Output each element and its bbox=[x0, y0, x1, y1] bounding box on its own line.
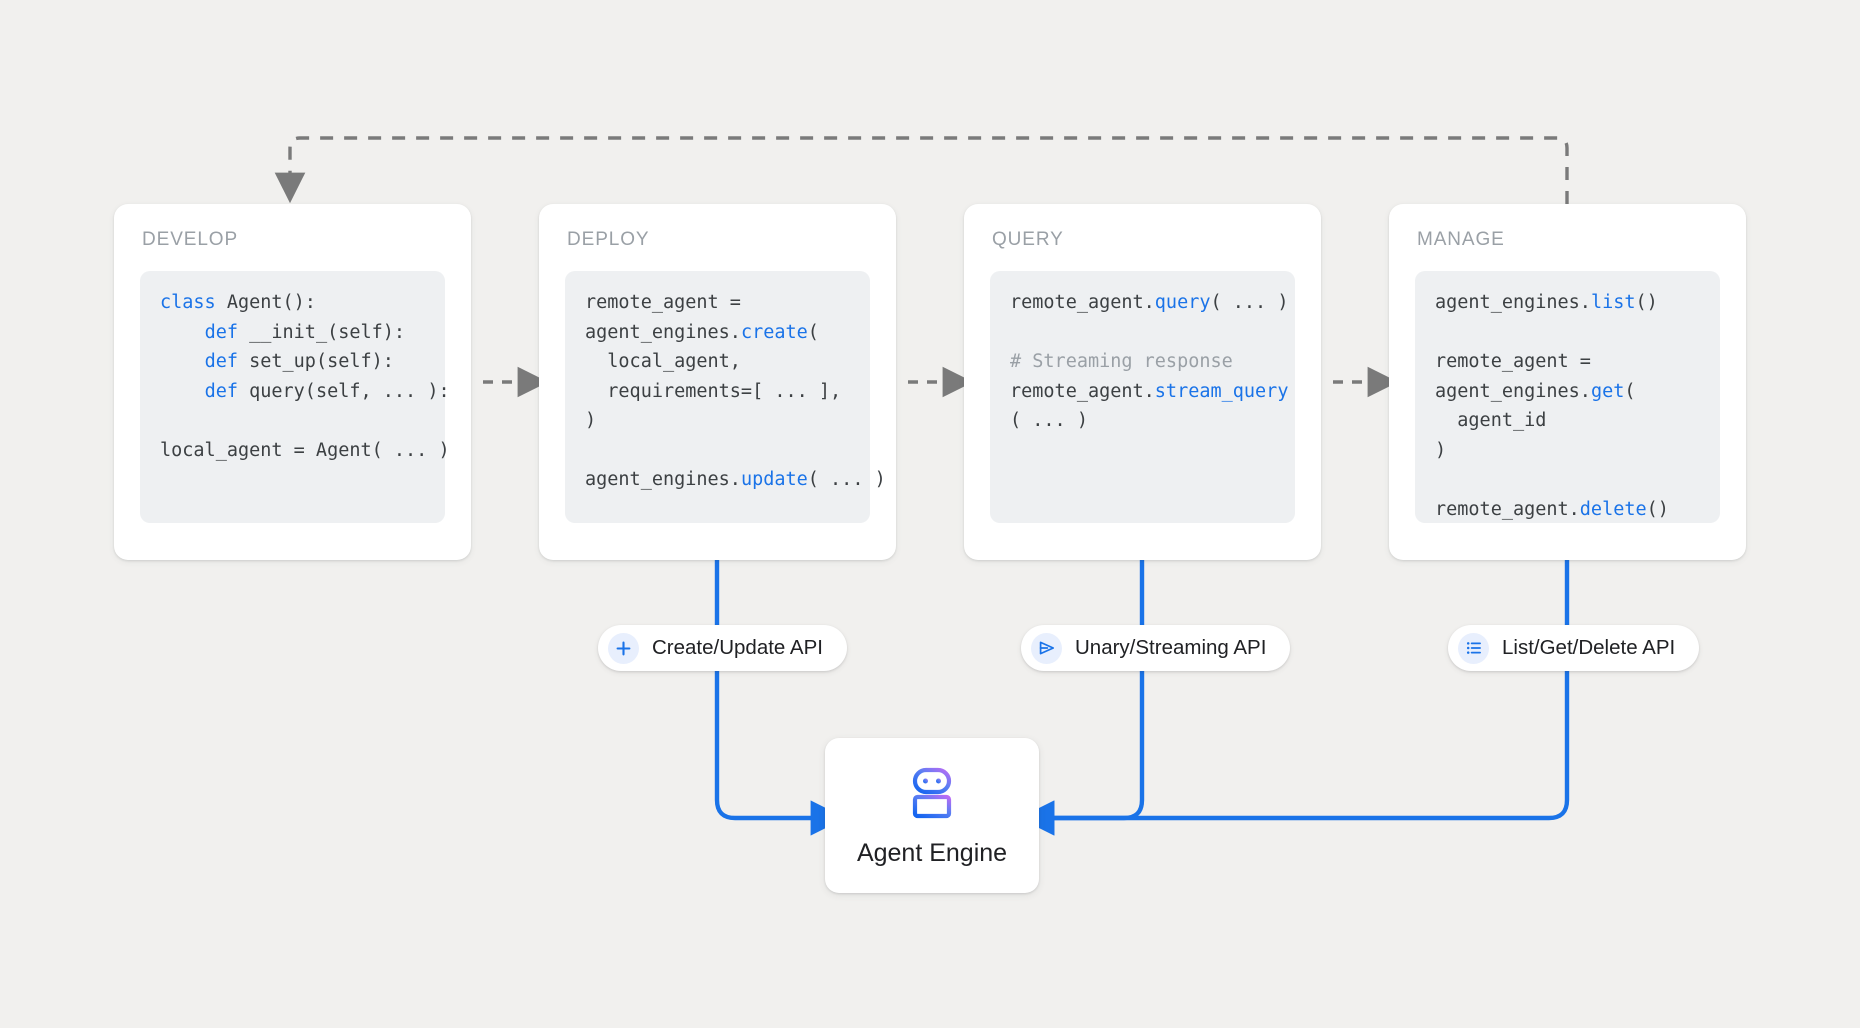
code-block-deploy: remote_agent = agent_engines.create( loc… bbox=[565, 271, 886, 523]
send-icon bbox=[1031, 632, 1062, 664]
api-pill-label: Unary/Streaming API bbox=[1075, 635, 1267, 659]
agent-engine-label: Agent Engine bbox=[856, 838, 1008, 867]
stage-title-query: QUERY bbox=[992, 229, 1064, 250]
stage-card-develop[interactable]: DEVELOP class Agent(): def __init_(self)… bbox=[114, 204, 471, 560]
api-pill-list-get-delete[interactable]: List/Get/Delete API bbox=[1448, 625, 1700, 671]
code-block-manage: agent_engines.list() remote_agent = agen… bbox=[1415, 271, 1720, 523]
plus-icon bbox=[608, 632, 639, 664]
api-pill-unary-streaming[interactable]: Unary/Streaming API bbox=[1021, 625, 1291, 671]
api-pill-label: List/Get/Delete API bbox=[1502, 635, 1676, 659]
api-pill-label: Create/Update API bbox=[652, 635, 823, 659]
api-pill-create-update[interactable]: Create/Update API bbox=[598, 625, 847, 671]
code-block-develop: class Agent(): def __init_(self): def se… bbox=[140, 271, 450, 523]
agent-engine-node[interactable]: Agent Engine bbox=[825, 738, 1039, 893]
stage-title-develop: DEVELOP bbox=[142, 229, 239, 250]
robot-icon bbox=[902, 766, 962, 827]
feedback-arrow bbox=[274, 136, 1569, 204]
list-icon bbox=[1458, 632, 1489, 664]
stage-title-manage: MANAGE bbox=[1417, 229, 1505, 250]
stage-card-manage[interactable]: MANAGE agent_engines.list() remote_agent… bbox=[1389, 204, 1746, 560]
code-block-query: remote_agent.query( ... ) # Streaming re… bbox=[990, 271, 1295, 523]
stage-card-query[interactable]: QUERY remote_agent.query( ... ) # Stream… bbox=[964, 204, 1321, 560]
stage-title-deploy: DEPLOY bbox=[567, 229, 650, 250]
stage-card-deploy[interactable]: DEPLOY remote_agent = agent_engines.crea… bbox=[539, 204, 896, 560]
